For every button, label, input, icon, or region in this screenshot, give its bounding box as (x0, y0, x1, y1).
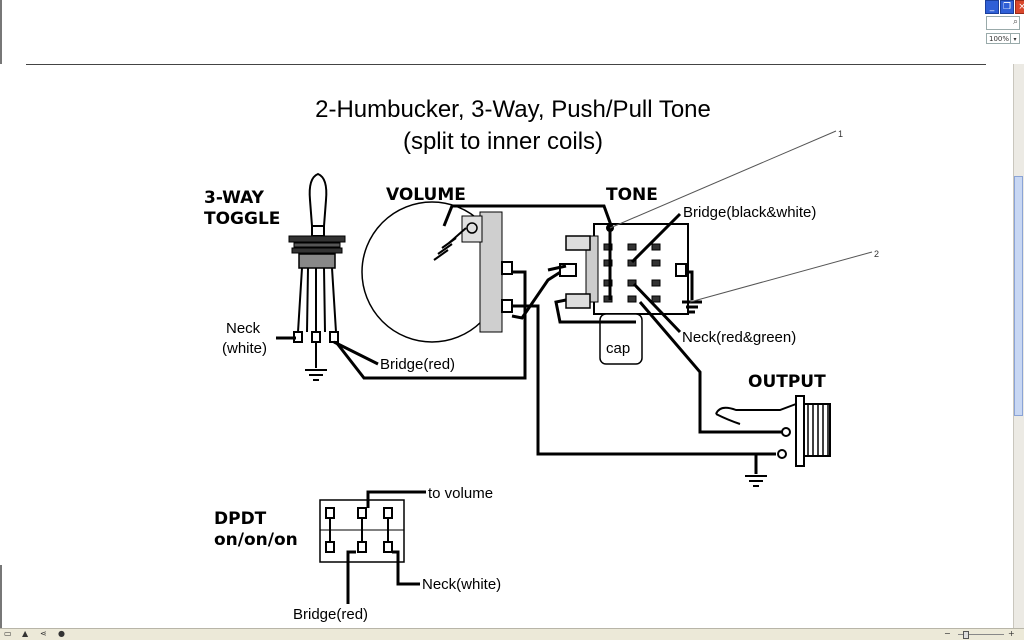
toggle-label-line2: TOGGLE (204, 209, 280, 229)
settings-icon[interactable]: ● (58, 629, 65, 638)
output-jack (715, 395, 831, 487)
tone-neck-label: Neck(red&green) (682, 329, 796, 346)
dpdt-switch (319, 499, 405, 563)
page-top-border (26, 64, 986, 65)
diagram-subtitle: (split to inner coils) (403, 128, 603, 155)
zoom-out-icon[interactable]: − (944, 629, 951, 638)
cap-label: cap (606, 340, 630, 357)
wiring-diagram: 2-Humbucker, 3-Way, Push/Pull Tone (spli… (204, 96, 879, 623)
zoom-dropdown-icon[interactable]: ▾ (1010, 34, 1019, 43)
volume-pot (361, 201, 513, 343)
volume-label: VOLUME (386, 185, 466, 205)
zoom-value: 100% (989, 35, 1010, 43)
tone-bridge-label: Bridge(black&white) (683, 204, 816, 221)
toggle-bridge-label: Bridge(red) (380, 356, 455, 373)
left-edge-top (0, 0, 2, 64)
search-icon[interactable]: ⌕ (1012, 16, 1018, 26)
status-bar: ▭ ▲ ⋖ ● − + (0, 628, 1024, 640)
tone-wires (547, 212, 782, 434)
callout-lines (609, 130, 873, 303)
diagram-title: 2-Humbucker, 3-Way, Push/Pull Tone (315, 96, 711, 123)
callout-2: 2 (874, 249, 879, 259)
dpdt-label-line2: on/on/on (214, 530, 298, 550)
share-icon[interactable]: ⋖ (40, 629, 47, 638)
dpdt-wires (346, 490, 426, 604)
zoom-in-icon[interactable]: + (1008, 629, 1015, 638)
toggle-label-line1: 3-WAY (204, 188, 265, 208)
window-controls: _ ❐ × (985, 0, 1024, 14)
search-input[interactable]: ⌕ (986, 16, 1020, 30)
print-icon[interactable]: ▲ (22, 629, 29, 638)
zoom-slider[interactable] (958, 634, 1004, 635)
minimize-icon[interactable]: _ (985, 0, 999, 14)
toggle-wires (276, 270, 527, 380)
close-icon[interactable]: × (1015, 0, 1024, 14)
dpdt-bridge-label: Bridge(red) (293, 606, 368, 623)
page-icon[interactable]: ▭ (4, 629, 12, 638)
scrollbar-thumb[interactable] (1014, 176, 1023, 416)
tone-label: TONE (606, 185, 658, 205)
left-edge-bottom (0, 565, 2, 628)
dpdt-neck-label: Neck(white) (422, 576, 501, 593)
zoom-slider-knob[interactable] (963, 631, 969, 639)
toggle-neck-label: Neck (226, 320, 261, 337)
zoom-select[interactable]: 100% ▾ (986, 33, 1020, 44)
callout-1: 1 (838, 129, 843, 139)
toggle-neck-label-color: (white) (222, 340, 267, 357)
dpdt-label-line1: DPDT (214, 509, 267, 529)
restore-icon[interactable]: ❐ (1000, 0, 1014, 14)
toggle-switch (288, 172, 346, 381)
output-label: OUTPUT (748, 372, 826, 392)
dpdt-to-volume-label: to volume (428, 485, 493, 502)
